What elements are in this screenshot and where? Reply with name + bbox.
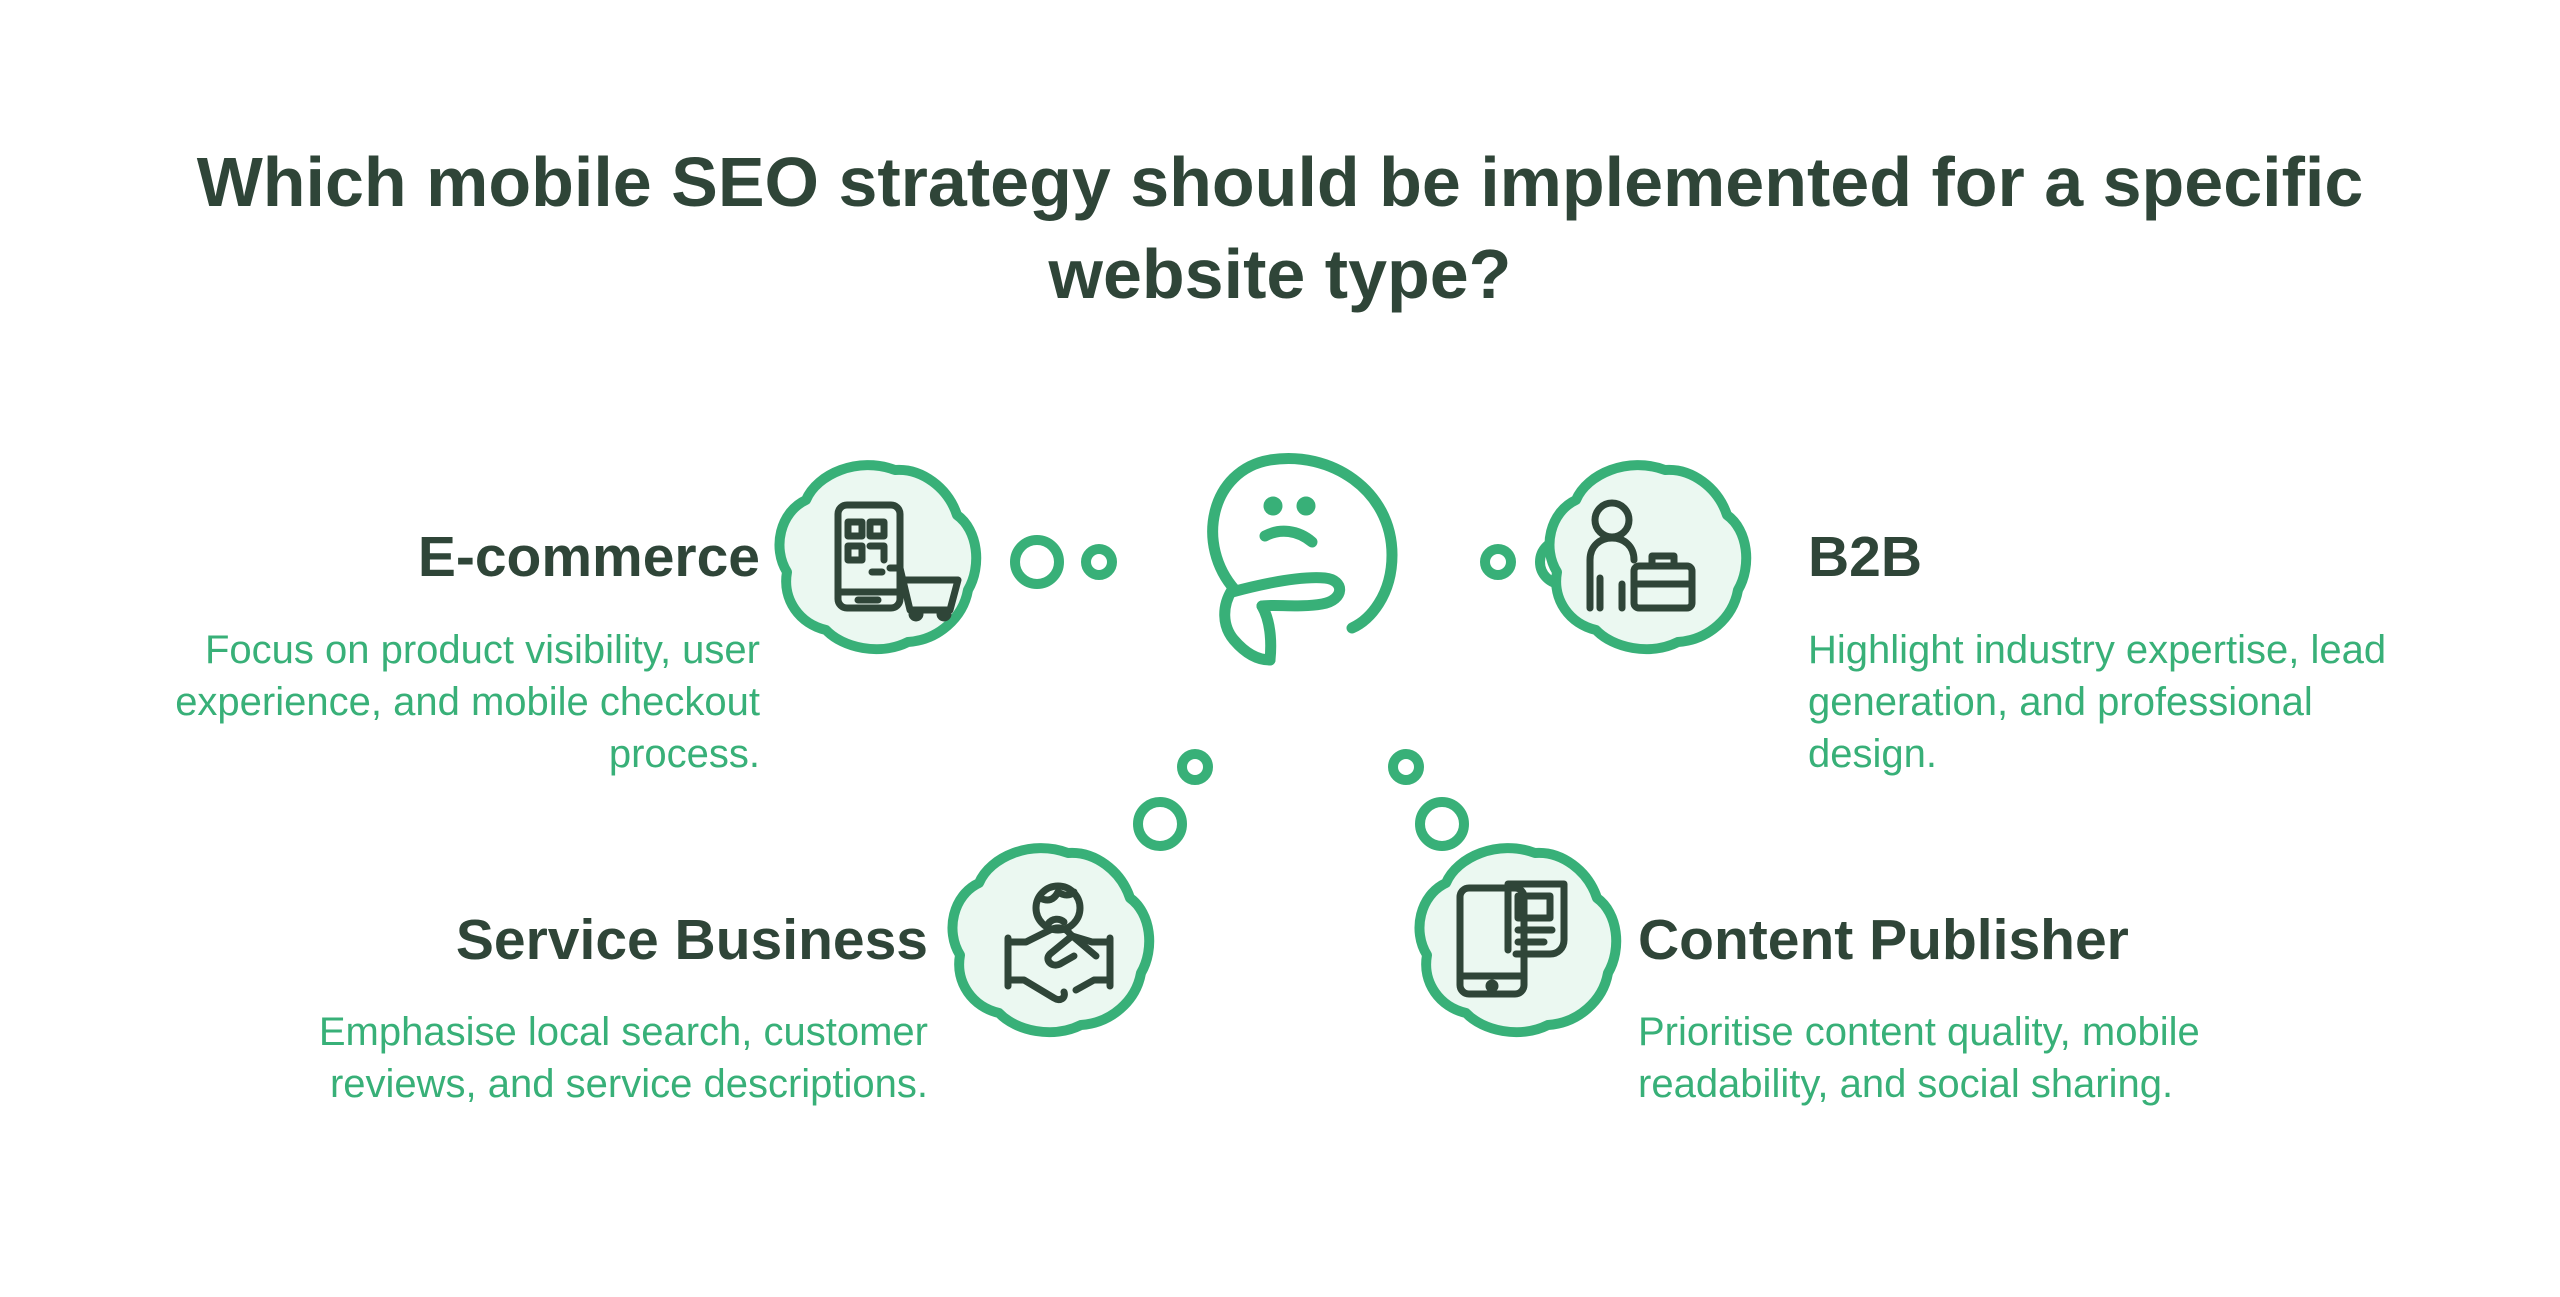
thought-bubble-large — [1133, 797, 1187, 851]
option-heading-ecommerce: E-commerce — [417, 525, 760, 589]
thought-bubble-large — [1010, 535, 1064, 589]
option-description-ecommerce: Focus on product visibility, user experi… — [175, 628, 760, 776]
handshake-globe-icon — [1004, 882, 1114, 1004]
option-heading-b2b: B2B — [1808, 525, 1923, 589]
cloud-service — [947, 843, 1155, 1038]
thought-bubble-small — [1480, 544, 1516, 580]
option-description-content: Prioritise content quality, mobile reada… — [1638, 1010, 2200, 1106]
option-heading-service: Service Business — [455, 908, 928, 972]
businessperson-briefcase-icon — [1586, 499, 1696, 612]
thought-bubble-small — [1081, 544, 1117, 580]
cloud-content — [1414, 843, 1622, 1038]
mobile-shopping-icon — [834, 501, 962, 622]
thought-bubble-small — [1177, 749, 1213, 785]
thinking-face-icon — [1207, 453, 1398, 666]
thought-bubbles-ecommerce — [1010, 535, 1117, 589]
thought-bubble-large — [1415, 797, 1469, 851]
option-description-service: Emphasise local search, customer reviews… — [318, 1010, 928, 1106]
diagram-title: Which mobile SEO strategy should be impl… — [196, 143, 2364, 313]
option-description-b2b: Highlight industry expertise, lead gener… — [1808, 628, 2387, 776]
mobile-news-icon — [1456, 880, 1568, 998]
cloud-ecommerce — [774, 460, 982, 655]
thought-bubble-small — [1388, 749, 1424, 785]
thought-bubbles-content — [1388, 749, 1469, 851]
thought-bubbles-service — [1133, 749, 1213, 851]
option-heading-content: Content Publisher — [1638, 908, 2129, 972]
cloud-b2b — [1544, 460, 1752, 655]
